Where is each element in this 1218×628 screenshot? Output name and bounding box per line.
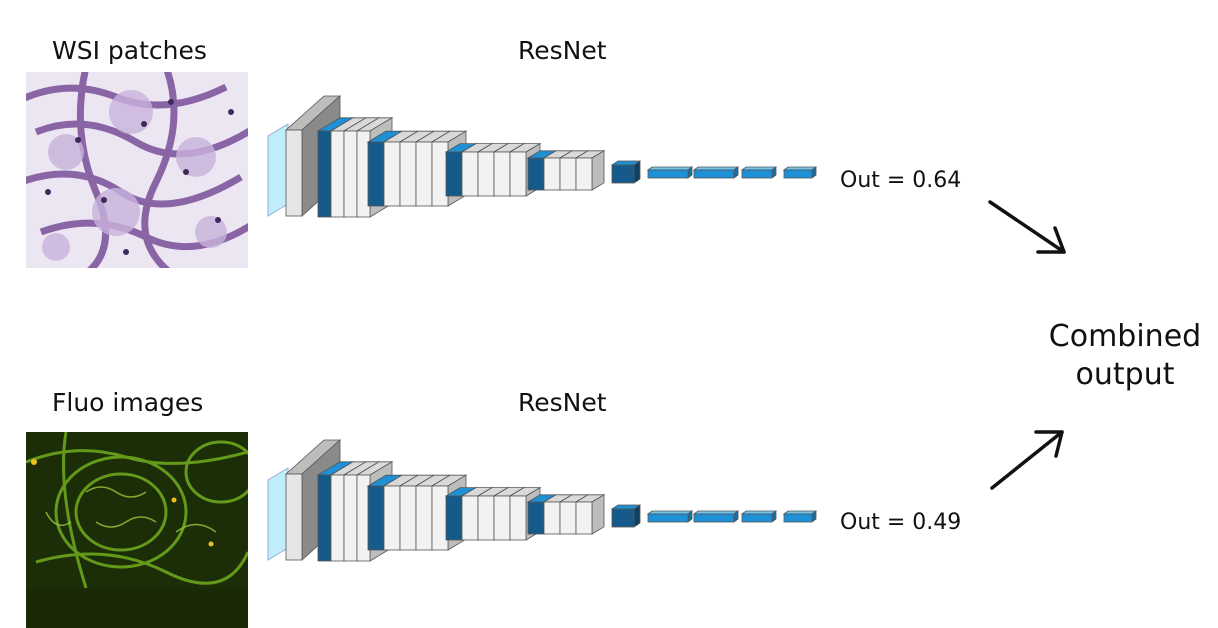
input-plane [267,123,289,217]
fc-block-2 [692,510,740,523]
fluo-image [26,432,248,628]
pool-block [610,160,642,184]
fc-block-4 [782,166,818,179]
wsi-patches-label: WSI patches [52,36,207,65]
arrow-bottom-to-combined-icon [990,430,1064,490]
combined-output-line1: Combined [1048,319,1202,354]
fc-block-3 [740,510,778,523]
output-value-top: Out = 0.64 [840,168,962,193]
fluo-images-label: Fluo images [52,388,204,417]
combined-output-label: Combined output [1040,318,1210,394]
resnet-diagram-top [267,95,818,218]
resnet-label-bottom: ResNet [518,388,607,417]
stage-4-conv-block [574,150,606,191]
fc-block-2 [692,166,740,179]
fc-block-1 [646,166,694,179]
fc-block-4 [782,510,818,523]
wsi-patch-image [26,72,248,268]
input-plane [267,467,289,561]
arrow-top-to-combined-icon [988,200,1066,254]
stage-4-conv-block [574,494,606,535]
resnet-label-top: ResNet [518,36,607,65]
pool-block [610,504,642,528]
fc-block-3 [740,166,778,179]
fc-block-1 [646,510,694,523]
output-value-bottom: Out = 0.49 [840,510,962,535]
combined-output-line2: output [1075,357,1175,392]
resnet-diagram-bottom [267,439,818,562]
